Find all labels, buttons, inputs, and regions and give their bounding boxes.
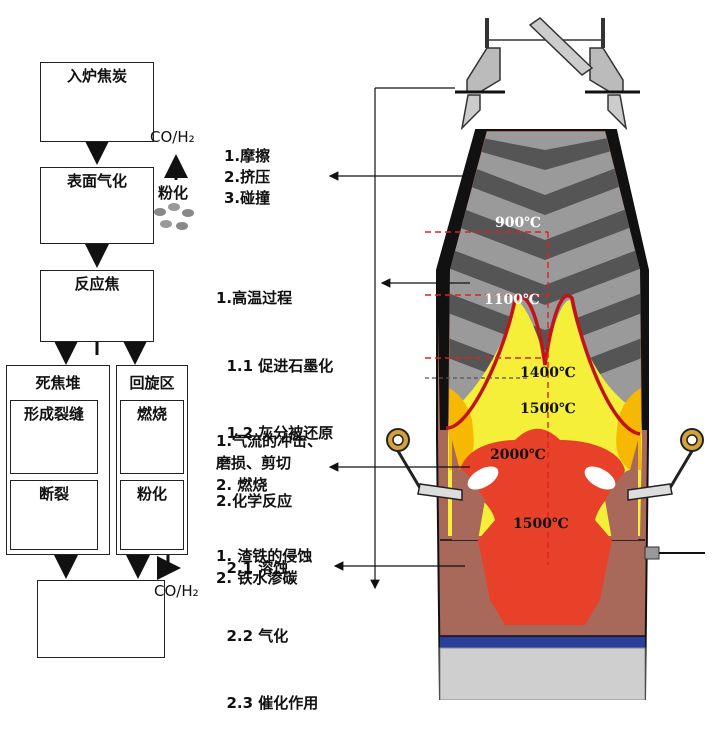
sub-box-powder-title: 粉化 bbox=[136, 485, 167, 503]
annotation-shaft-line: 3.碰撞 bbox=[224, 189, 271, 207]
box-surface-gasification-title: 表面气化 bbox=[66, 172, 127, 190]
annotation-hearth: 1. 渣铁的侵蚀 2. 铁水渗碳 bbox=[216, 545, 312, 589]
box-reaction-coke: 反应焦 bbox=[40, 270, 154, 342]
box-coke-fragments bbox=[37, 580, 165, 658]
temp-1400: 1400℃ bbox=[520, 365, 576, 381]
annotation-high-temp-line: 2.3 催化作用 bbox=[216, 694, 319, 712]
cohesive-zone-curve bbox=[445, 294, 641, 436]
sub-box-crack: 形成裂缝 bbox=[10, 400, 98, 474]
annotation-high-temp-line: 2.化学反应 bbox=[216, 491, 293, 510]
annotation-shaft: 1.摩擦 2.挤压 3.碰撞 bbox=[224, 146, 270, 209]
box-incoming-coke: 入炉焦炭 bbox=[40, 62, 154, 142]
blast-furnace-coke-diagram: 入炉焦炭 表面气化 反应焦 死焦堆 回旋区 形成裂缝 燃烧 断裂 粉化 粉化 C… bbox=[6, 17, 705, 712]
temp-1500-lower: 1500℃ bbox=[513, 516, 569, 532]
sub-box-crack-title: 形成裂缝 bbox=[23, 405, 84, 423]
sub-box-burn: 燃烧 bbox=[120, 400, 184, 474]
powder-particles-icon bbox=[154, 203, 194, 230]
right-tuyere bbox=[627, 428, 704, 501]
furnace-top-structure bbox=[455, 17, 640, 131]
sub-box-burn-title: 燃烧 bbox=[136, 405, 167, 423]
annotation-high-temp-line: 2.2 气化 bbox=[216, 626, 289, 645]
sub-box-break: 断裂 bbox=[10, 480, 98, 550]
hearth-blue-band bbox=[440, 636, 645, 648]
annotation-raceway-line: 1.气流的冲击、 bbox=[216, 432, 323, 450]
box-surface-gasification: 表面气化 bbox=[40, 167, 154, 244]
annotation-high-temp-line: 1.1 促进石墨化 bbox=[216, 356, 334, 375]
sub-box-powder: 粉化 bbox=[120, 480, 184, 550]
gas-bottom-label: CO/H₂ bbox=[154, 582, 199, 600]
annotation-high-temp-line: 1.2 灰分被还原 bbox=[216, 424, 334, 442]
temp-1500-upper: 1500℃ bbox=[520, 401, 576, 417]
annotation-hearth-line: 2. 铁水渗碳 bbox=[216, 569, 298, 587]
side-powder-label: 粉化 bbox=[158, 184, 189, 202]
annotation-raceway-line: 2. 燃烧 bbox=[216, 476, 268, 494]
temp-900: 900℃ bbox=[495, 215, 541, 231]
annotation-raceway-line: 磨损、剪切 bbox=[216, 454, 292, 472]
annotation-raceway: 1.气流的冲击、 磨损、剪切 2. 燃烧 bbox=[216, 430, 322, 496]
annotation-shaft-line: 2.挤压 bbox=[224, 168, 271, 186]
left-tuyere bbox=[386, 428, 463, 501]
temp-2000: 2000℃ bbox=[490, 447, 546, 463]
box-raceway-title: 回旋区 bbox=[129, 374, 175, 392]
temp-1100: 1100℃ bbox=[484, 292, 540, 308]
annotation-high-temp-line: 1.高温过程 bbox=[216, 289, 293, 307]
annotation-shaft-line: 1.摩擦 bbox=[224, 147, 271, 165]
raceway-red-zone bbox=[460, 428, 625, 625]
box-dead-man-title: 死焦堆 bbox=[35, 374, 81, 392]
box-incoming-coke-title: 入炉焦炭 bbox=[66, 67, 127, 85]
annotation-high-temp-line: 2.1 溶蚀 bbox=[216, 559, 289, 577]
box-reaction-coke-title: 反应焦 bbox=[74, 275, 120, 293]
sub-box-break-title: 断裂 bbox=[38, 485, 69, 503]
annotation-hearth-line: 1. 渣铁的侵蚀 bbox=[216, 547, 313, 565]
gas-top-label: CO/H₂ bbox=[150, 128, 195, 146]
